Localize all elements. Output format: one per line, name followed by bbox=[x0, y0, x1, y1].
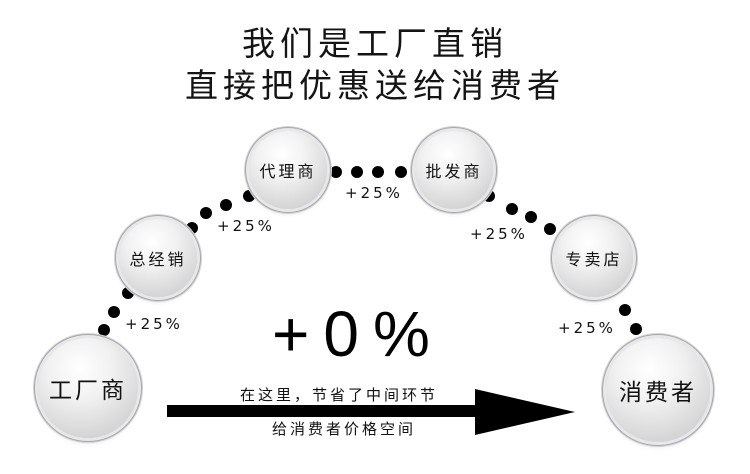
path-dot bbox=[98, 324, 110, 336]
path-dot bbox=[200, 207, 212, 219]
zero-markup-label: +0% bbox=[272, 298, 444, 370]
node-label: 批发商 bbox=[425, 162, 483, 181]
arrow-right-icon bbox=[475, 389, 575, 435]
path-dot bbox=[372, 166, 384, 178]
node-label: 消费者 bbox=[619, 380, 697, 406]
path-dot bbox=[186, 222, 198, 234]
node-label: 代理商 bbox=[259, 162, 317, 181]
node-retail-store: 专卖店 bbox=[555, 219, 633, 297]
markup-label-1: +25% bbox=[125, 315, 183, 333]
savings-caption-line-2: 给消费者价格空间 bbox=[272, 420, 417, 438]
path-dot bbox=[243, 190, 255, 202]
path-dot bbox=[395, 166, 407, 178]
path-dot bbox=[220, 199, 232, 211]
path-dot bbox=[544, 223, 556, 235]
path-dot bbox=[330, 166, 342, 178]
markup-label-4: +25% bbox=[470, 225, 528, 243]
node-label: 专卖店 bbox=[565, 250, 623, 269]
path-dot bbox=[630, 323, 642, 335]
node-general-distributor: 总经销 bbox=[119, 219, 197, 297]
node-label: 工厂商 bbox=[49, 378, 127, 404]
node-consumer: 消费者 bbox=[606, 338, 710, 442]
markup-label-3: +25% bbox=[345, 184, 403, 202]
headline-line-1: 我们是工厂直销 bbox=[242, 24, 508, 63]
savings-caption-line-1: 在这里，节省了中间环节 bbox=[238, 384, 441, 405]
markup-label-2: +25% bbox=[217, 217, 275, 235]
path-dot bbox=[525, 211, 537, 223]
path-dot bbox=[122, 287, 134, 299]
node-wholesaler: 批发商 bbox=[415, 131, 493, 209]
path-dot bbox=[351, 166, 363, 178]
direct-arrow-shaft bbox=[167, 405, 485, 417]
node-label: 总经销 bbox=[129, 250, 187, 269]
markup-label-5: +25% bbox=[558, 319, 616, 337]
path-dot bbox=[483, 190, 495, 202]
node-factory: 工厂商 bbox=[38, 338, 138, 438]
path-dot bbox=[108, 306, 120, 318]
path-dot bbox=[619, 304, 631, 316]
path-dot bbox=[506, 203, 518, 215]
headline-line-2: 直接把优惠送给消费者 bbox=[185, 66, 565, 105]
node-agent: 代理商 bbox=[249, 131, 327, 209]
